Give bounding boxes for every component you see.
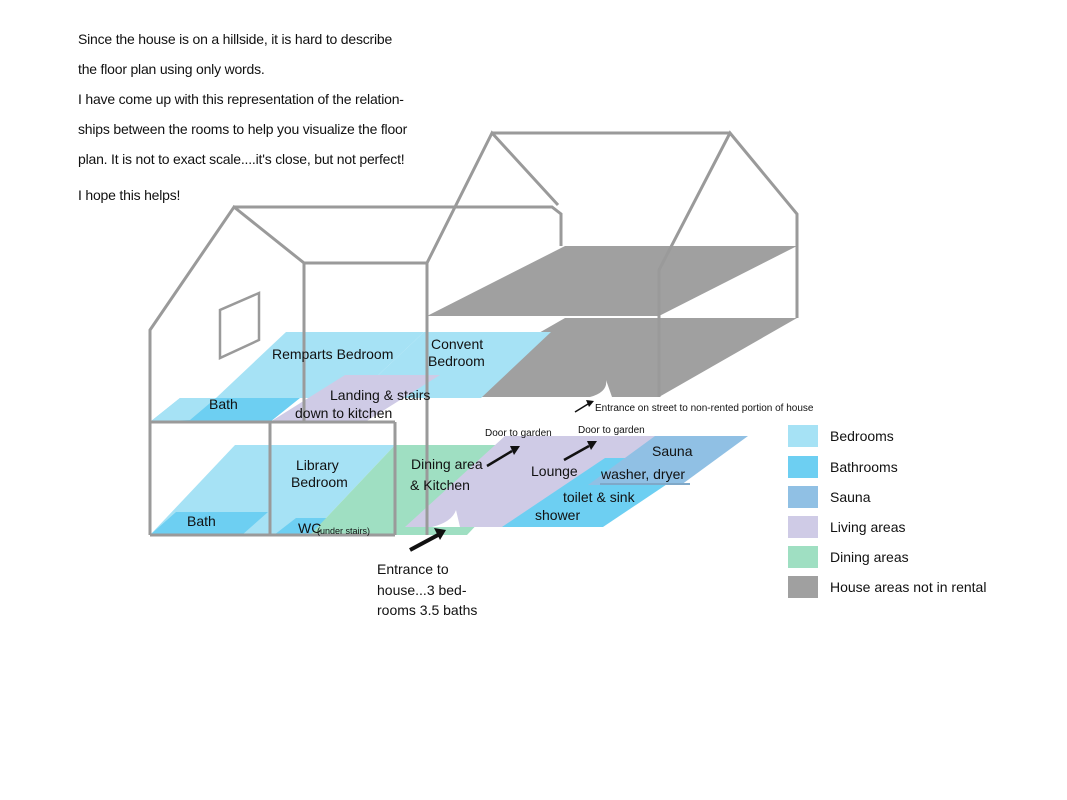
legend-item-sauna: Sauna — [788, 486, 1048, 508]
legend-swatch-living-areas — [788, 516, 818, 538]
legend-item-bathrooms: Bathrooms — [788, 456, 1048, 478]
washer-dryer-label: washer, dryer — [600, 466, 685, 482]
remparts-bedroom-label: Remparts Bedroom — [272, 346, 393, 362]
legend-label-living-areas: Living areas — [830, 519, 906, 535]
legend-swatch-bathrooms — [788, 456, 818, 478]
street-door-opening — [590, 380, 612, 397]
legend-label-dining-areas: Dining areas — [830, 549, 909, 565]
entrance-label-1: Entrance to — [377, 561, 449, 577]
sauna-area — [588, 436, 748, 485]
convent-bedroom-label-1: Convent — [431, 336, 483, 352]
legend-swatch-not-in-rental — [788, 576, 818, 598]
intro-line-6: I hope this helps! — [78, 187, 181, 203]
library-bedroom-label-1: Library — [296, 457, 339, 473]
front-door-opening — [432, 510, 460, 527]
legend-item-dining-areas: Dining areas — [788, 546, 1048, 568]
legend-swatch-dining-areas — [788, 546, 818, 568]
dining-label-2: & Kitchen — [410, 477, 470, 493]
dining-label-1: Dining area — [411, 456, 483, 472]
legend-swatch-bedrooms — [788, 425, 818, 447]
wc-label: WC — [298, 520, 321, 536]
lower-bath-label: Bath — [187, 513, 216, 529]
landing-label-1: Landing & stairs — [330, 387, 430, 403]
house-outline — [148, 130, 799, 537]
legend-item-not-in-rental: House areas not in rental — [788, 576, 1048, 598]
entrance-label-2: house...3 bed- — [377, 582, 467, 598]
lower-grey-floor — [427, 318, 797, 397]
intro-line-3: I have come up with this representation … — [78, 91, 404, 107]
lounge-area — [405, 436, 670, 527]
door-to-garden-label-1: Door to garden — [485, 428, 552, 439]
sauna-label: Sauna — [652, 443, 693, 459]
legend-item-living-areas: Living areas — [788, 516, 1048, 538]
legend-label-not-in-rental: House areas not in rental — [830, 579, 987, 595]
landing-label-2: down to kitchen — [295, 405, 392, 421]
upper-grey-floor — [427, 246, 797, 316]
convent-bedroom-label-2: Bedroom — [428, 353, 485, 369]
toilet-sink-label: toilet & sink — [563, 489, 636, 505]
door-to-garden-label-2: Door to garden — [578, 425, 645, 436]
intro-line-5: plan. It is not to exact scale....it's c… — [78, 151, 405, 167]
legend-label-bedrooms: Bedrooms — [830, 428, 894, 444]
legend-label-sauna: Sauna — [830, 489, 871, 505]
arrows — [409, 400, 597, 552]
entrance-label-3: rooms 3.5 baths — [377, 602, 477, 618]
lower-bath-area — [150, 512, 268, 535]
legend-swatch-sauna — [788, 486, 818, 508]
library-bedroom-label-2: Bedroom — [291, 474, 348, 490]
street-entrance-label: Entrance on street to non-rented portion… — [595, 403, 814, 414]
intro-line-4: ships between the rooms to help you visu… — [78, 121, 408, 137]
intro-line-2: the floor plan using only words. — [78, 61, 265, 77]
intro-line-1: Since the house is on a hillside, it is … — [78, 31, 393, 47]
wc-note-label: (under stairs) — [317, 526, 370, 536]
landing-stairs-area — [270, 375, 440, 422]
legend-item-bedrooms: Bedrooms — [788, 425, 1048, 447]
upper-bath-label: Bath — [209, 396, 238, 412]
shower-label: shower — [535, 507, 580, 523]
lounge-label: Lounge — [531, 463, 578, 479]
remparts-bedroom-area — [216, 332, 424, 398]
upper-bedroom-strip — [150, 398, 216, 422]
legend-label-bathrooms: Bathrooms — [830, 459, 898, 475]
